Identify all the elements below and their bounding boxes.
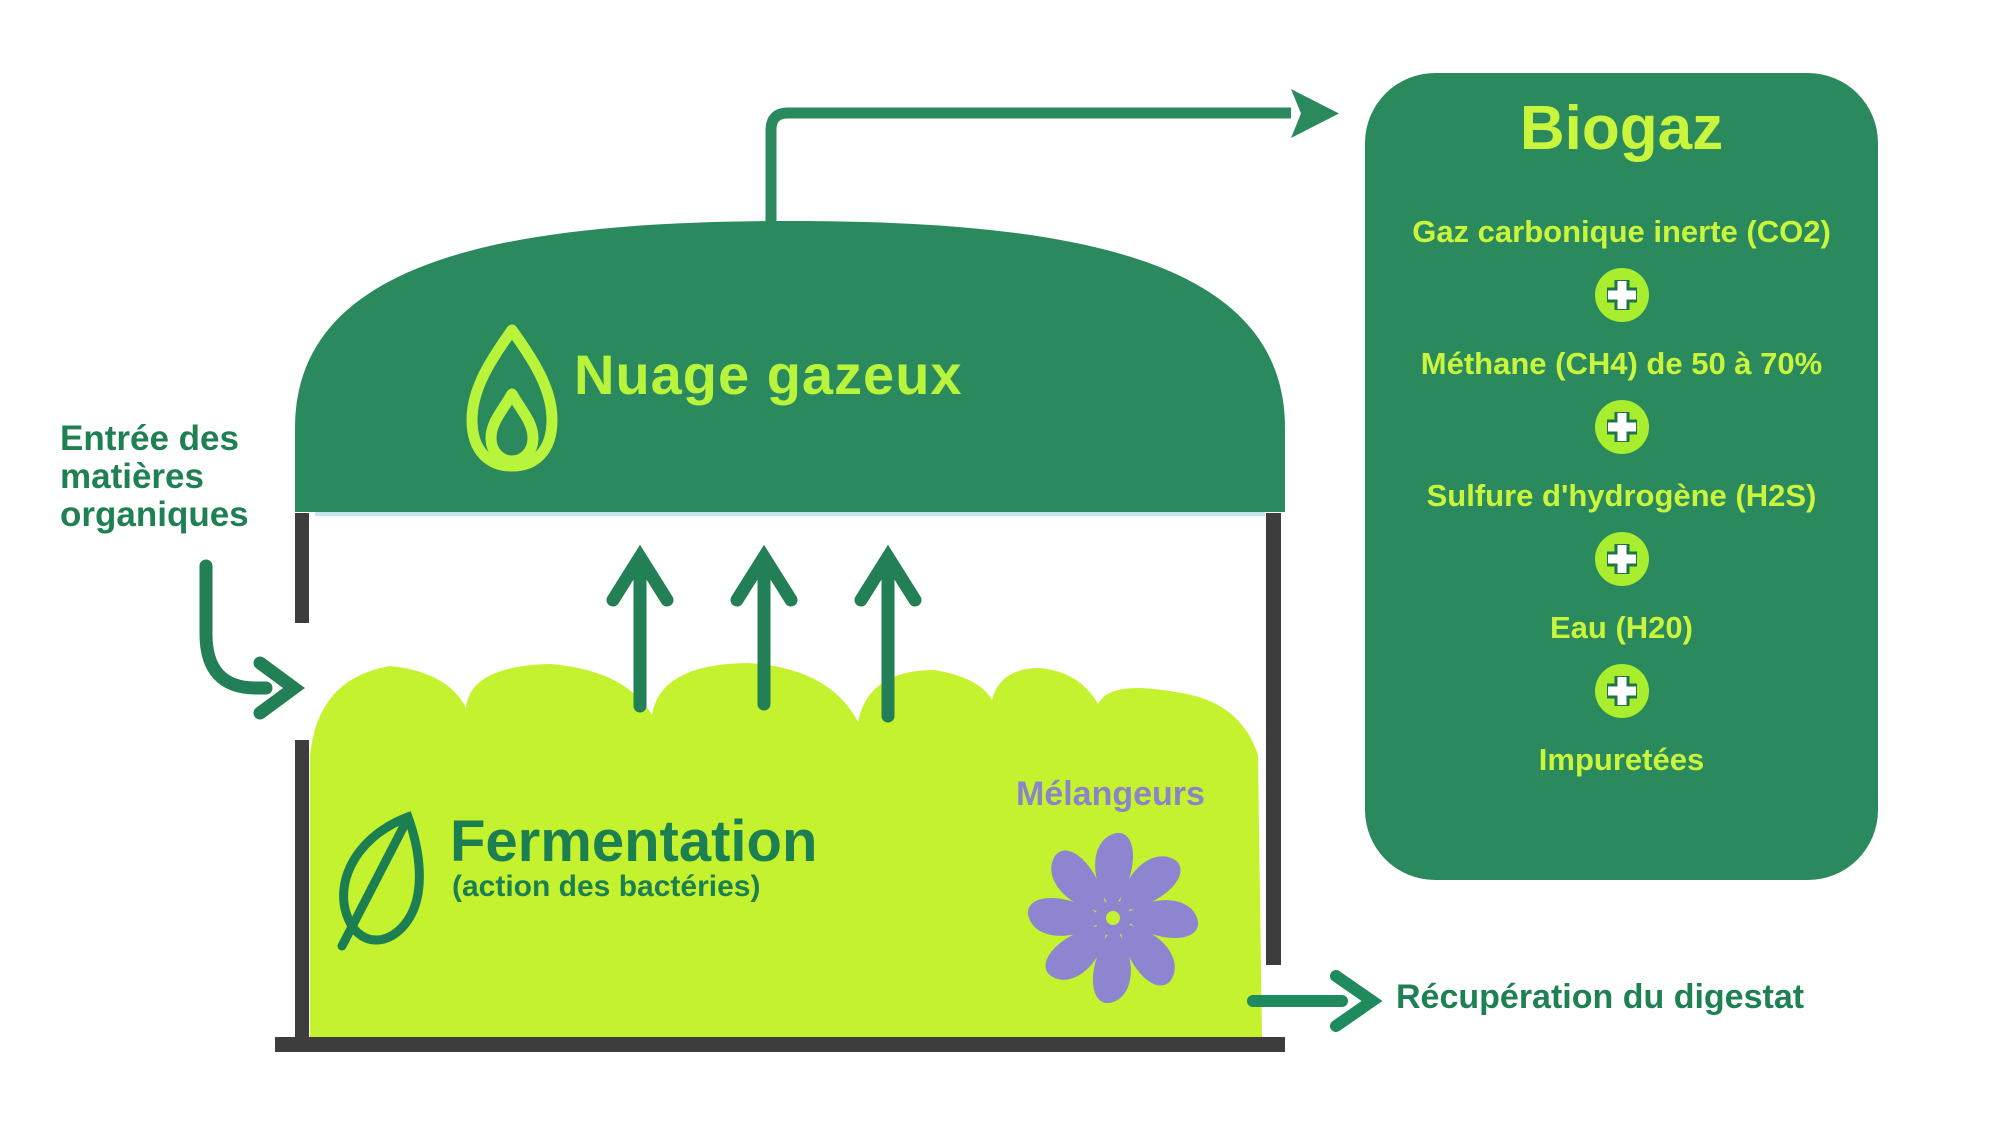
- plus-icon: [1594, 267, 1650, 323]
- flame-icon: [466, 324, 558, 472]
- digestat-label: Récupération du digestat: [1396, 978, 1805, 1016]
- plus-icon: [1594, 663, 1650, 719]
- leaf-icon: [337, 811, 424, 951]
- fermentation-liquid: [310, 663, 1262, 1037]
- gas-up-arrows: [606, 544, 922, 723]
- mixer-icon: [1028, 833, 1198, 1003]
- entry-arrow: [199, 559, 305, 720]
- entry-label: Entrée des matières organiques: [60, 419, 249, 534]
- digestat-arrow: [1247, 970, 1383, 1032]
- biogaz-panel: Biogaz Gaz carbonique inerte (CO2) Métha…: [1365, 73, 1878, 880]
- fermentation-sublabel: (action des bactéries): [452, 870, 761, 903]
- fermentation-label: Fermentation: [450, 809, 818, 874]
- gas-pipe-arrowhead-icon: [1291, 89, 1339, 138]
- gas-cloud-label: Nuage gazeux: [574, 343, 963, 406]
- digester-dome: [295, 221, 1285, 512]
- biogaz-item-ch4: Méthane (CH4) de 50 à 70%: [1420, 346, 1823, 381]
- biogaz-item-h2o: Eau (H20): [1550, 610, 1693, 645]
- biogaz-item-impurities: Impuretées: [1538, 742, 1705, 777]
- tank-wall-bottom: [275, 1037, 1285, 1052]
- tank-wall-right: [1266, 513, 1281, 965]
- tank-wall-left-upper: [295, 513, 309, 623]
- mixers-label: Mélangeurs: [1016, 775, 1205, 813]
- biogaz-item-h2s: Sulfure d'hydrogène (H2S): [1426, 478, 1817, 513]
- plus-icon: [1594, 399, 1650, 455]
- dome-underline: [315, 512, 1265, 516]
- up-arrow-head-icon: [730, 544, 798, 607]
- up-arrow-head-icon: [854, 544, 922, 607]
- up-arrow-head-icon: [606, 544, 674, 607]
- plus-icon: [1594, 531, 1650, 587]
- tank-wall-left-lower: [295, 740, 309, 1040]
- biogaz-title: Biogaz: [1519, 94, 1724, 163]
- biogaz-item-co2: Gaz carbonique inerte (CO2): [1412, 214, 1831, 249]
- gas-pipe: [765, 107, 1291, 240]
